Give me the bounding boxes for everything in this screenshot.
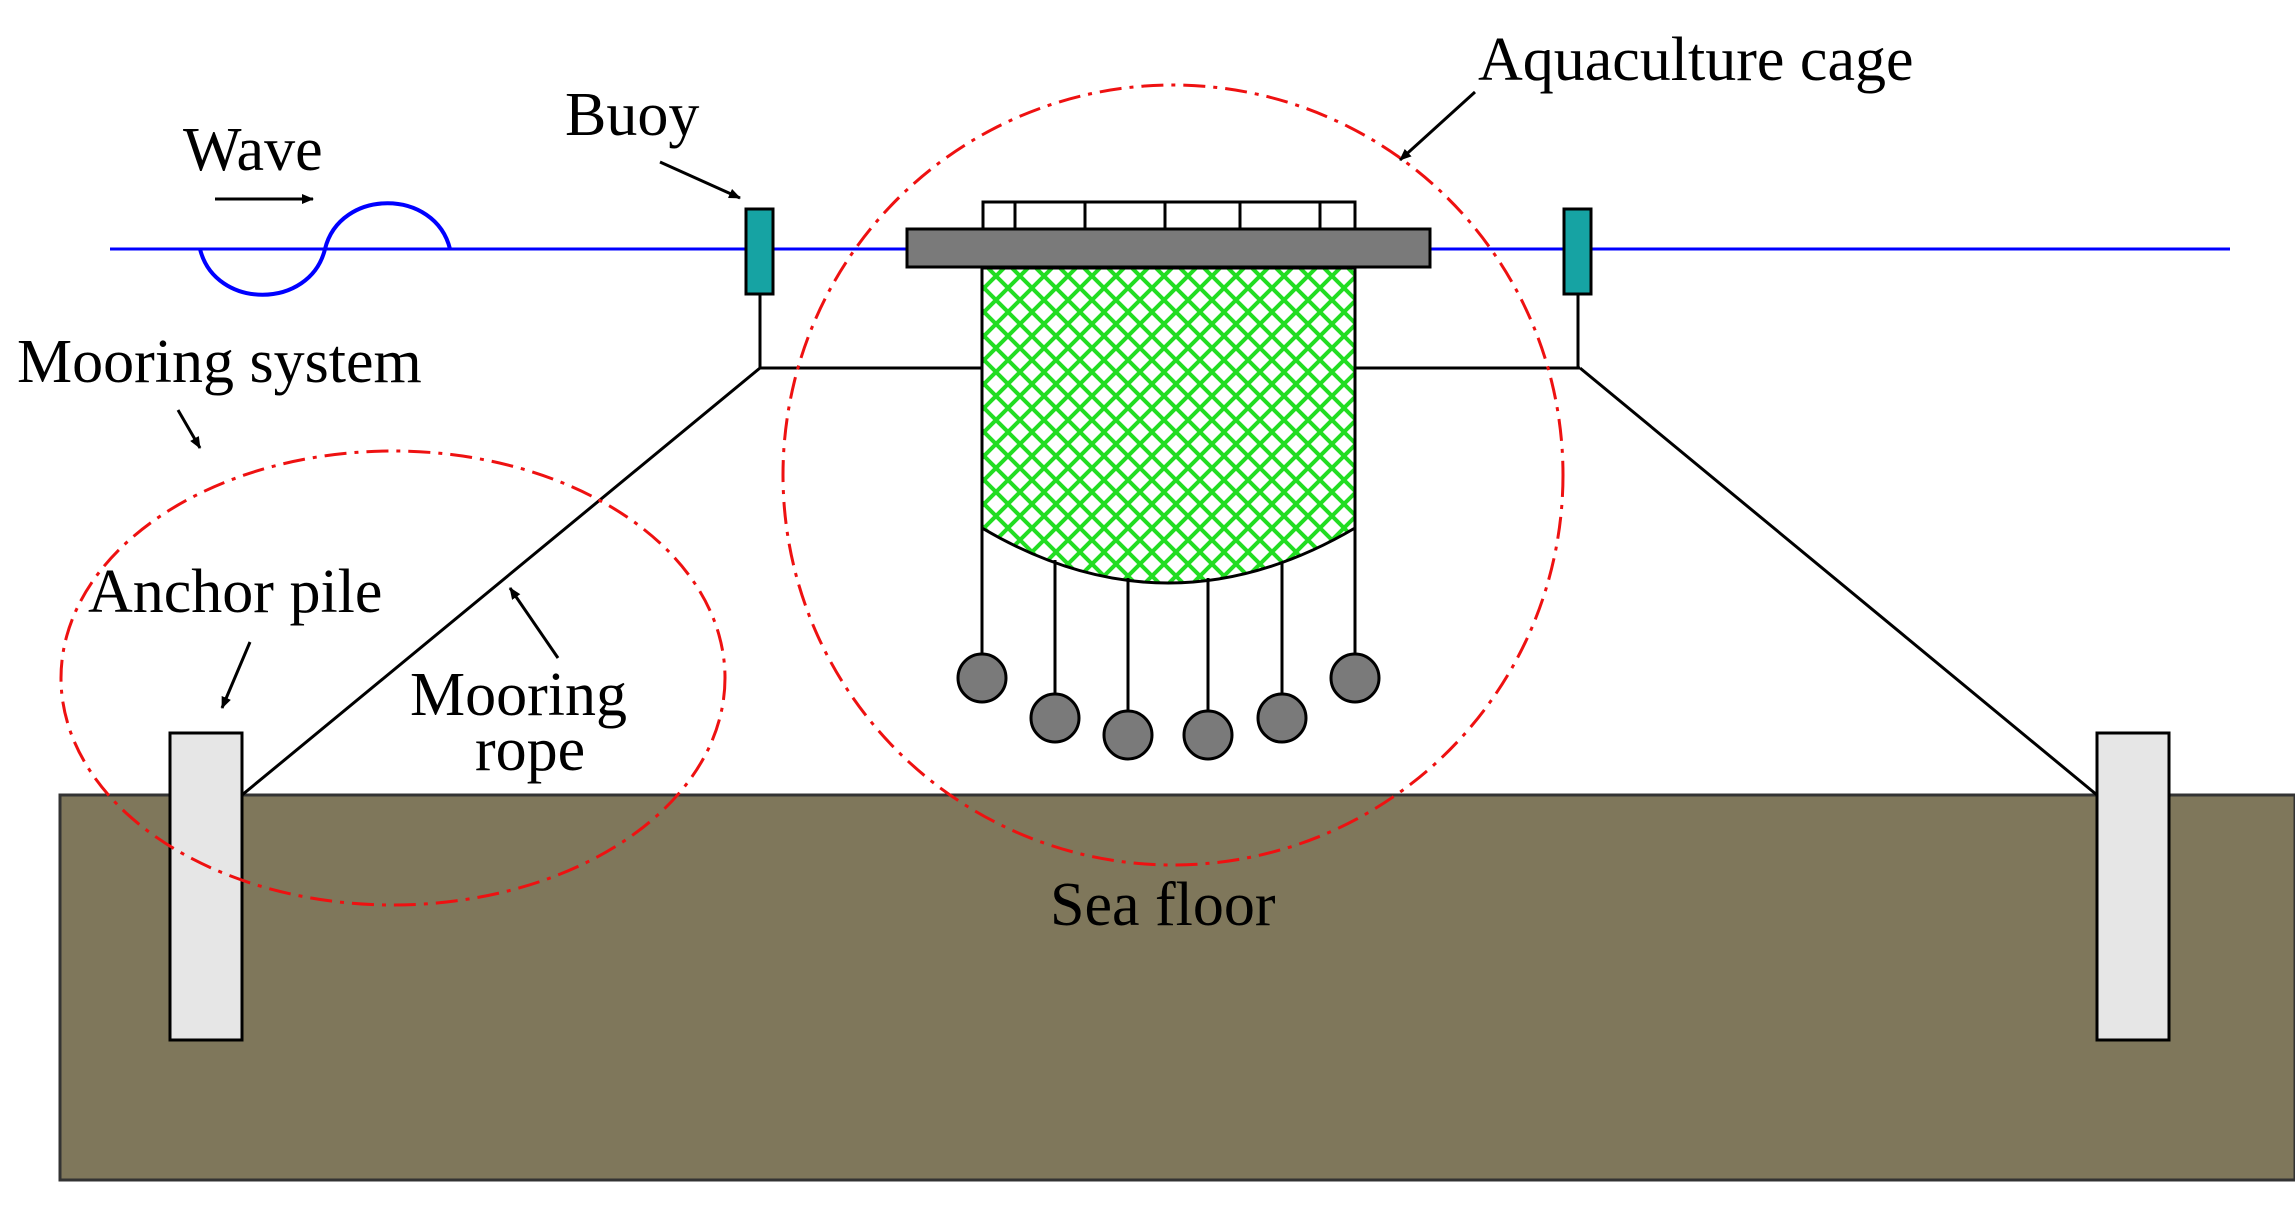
aquaculture-cage-label: Aquaculture cage [1478,26,1913,94]
mooring-rope-label-line2: rope [475,716,585,784]
sinker-weight-icon [1329,652,1381,704]
mooring-system-label: Mooring system [17,328,422,396]
sinker-weight-icon [1182,709,1234,761]
sinker-weight-icon [1102,709,1154,761]
wave-label: Wave [183,116,323,184]
aquaculture-cage [905,200,1432,761]
mooring-rope-pointer-arrow [508,587,560,659]
mooring-system-highlight-ellipse [59,449,727,907]
cage-highlight-circle [781,83,1565,867]
anchor-pile-icon [168,731,244,1042]
anchor-pile-pointer-arrow [220,641,252,709]
wave-shape [198,201,452,297]
anchor-pile-icon [2095,731,2171,1042]
mooring-system-pointer-arrow [176,409,202,449]
sinker-weight-icon [1029,692,1081,744]
cage-handrail [981,200,1357,232]
sea-floor [58,793,2295,1182]
buoy-icon [744,207,775,296]
mooring-rope-label-line1: Mooring [410,661,627,729]
cage-pointer-arrow [1398,90,1477,162]
buoy-pointer-arrow [659,160,741,200]
cage-net [980,266,1357,585]
buoy-label: Buoy [565,81,699,149]
sinker-weight-icon [1256,692,1308,744]
cage-floating-frame [905,227,1432,269]
sea-floor-label: Sea floor [1050,871,1276,939]
mooring-rope-left [241,366,761,797]
anchor-pile-label: Anchor pile [88,558,382,626]
buoy-icon [1562,207,1593,296]
sinker-weight-icon [956,652,1008,704]
mooring-rope-right [1579,366,2098,797]
